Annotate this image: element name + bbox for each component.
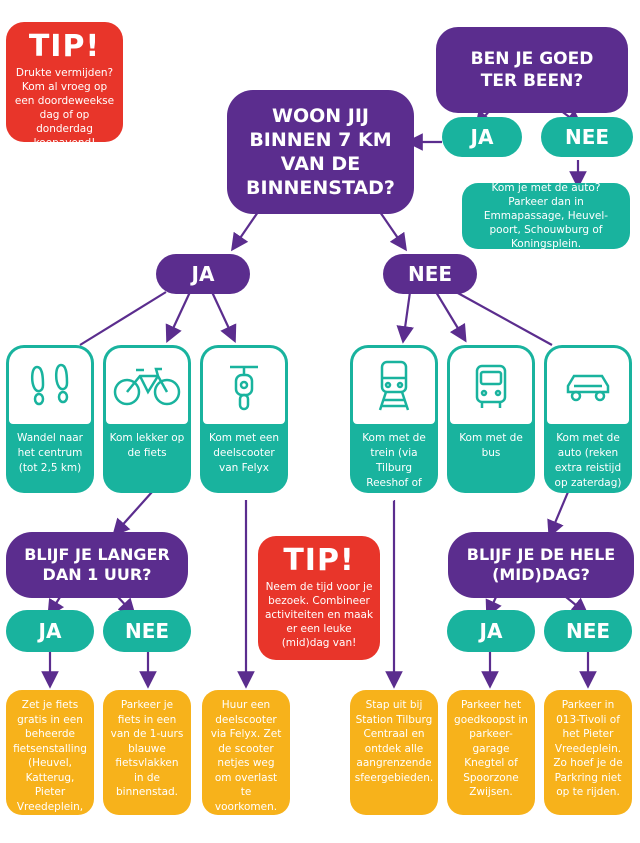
question-langer-text: BLIJF JE LANGER DAN 1 UUR? xyxy=(24,545,170,584)
scooter-icon xyxy=(203,348,285,424)
tip-mid: TIP! Neem de tijd voor je bezoek. Combin… xyxy=(258,536,380,660)
tip-top-text: Drukte vermijden? Kom al vroeg op een do… xyxy=(14,67,115,149)
bus-icon xyxy=(450,348,532,424)
woon-nee-label: NEE xyxy=(407,262,453,286)
question-ter-been: BEN JE GOED TER BEEN? xyxy=(436,27,628,113)
option-car-label: Kom met de auto (reken extra reistijd op… xyxy=(554,432,622,489)
option-scooter-label: Kom met een deelscooter van Felyx xyxy=(208,432,280,474)
langer-ja: JA xyxy=(6,610,94,652)
train-icon xyxy=(353,348,435,424)
dag-nee: NEE xyxy=(544,610,632,652)
question-langer-dan-1-uur: BLIJF JE LANGER DAN 1 UUR? xyxy=(6,532,188,598)
woon-ja: JA xyxy=(156,254,250,294)
car-icon xyxy=(547,348,629,424)
result-auto-tivoli-text: Parkeer in 013-Tivoli of het Pieter Vree… xyxy=(553,699,623,798)
result-auto-tivoli: Parkeer in 013-Tivoli of het Pieter Vree… xyxy=(544,690,632,815)
result-fiets-stalling-text: Zet je fiets gratis in een beheerde fiet… xyxy=(12,699,88,842)
question-hele-middag-text: BLIJF JE DE HELE (MID)DAG? xyxy=(466,545,616,584)
woon-ja-label: JA xyxy=(191,262,215,286)
dag-nee-label: NEE xyxy=(565,619,611,643)
result-fiets-stalling: Zet je fiets gratis in een beheerde fiet… xyxy=(6,690,94,842)
ter-been-ja-label: JA xyxy=(470,125,494,149)
ter-been-nee: NEE xyxy=(541,117,633,157)
result-fiets-vlakken: Parkeer je fiets in een van de 1-uurs bl… xyxy=(103,690,191,815)
result-trein: Stap uit bij Station Tilburg Centraal en… xyxy=(350,690,438,815)
langer-ja-label: JA xyxy=(38,619,62,643)
ter-been-nee-label: NEE xyxy=(564,125,610,149)
tip-top: TIP! Drukte vermijden? Kom al vroeg op e… xyxy=(6,22,123,149)
option-scooter: Kom met een deelscooter van Felyx xyxy=(200,345,288,493)
ter-been-ja: JA xyxy=(442,117,522,157)
option-bike-label: Kom lekker op de fiets xyxy=(109,432,185,459)
result-trein-text: Stap uit bij Station Tilburg Centraal en… xyxy=(354,699,434,784)
tip-mid-title: TIP! xyxy=(283,543,355,578)
langer-nee: NEE xyxy=(103,610,191,652)
result-deelscooter-text: Huur een deelscooter via Felyx. Zet de s… xyxy=(210,699,282,813)
woon-nee: NEE xyxy=(383,254,477,294)
result-fiets-vlakken-text: Parkeer je fiets in een van de 1-uurs bl… xyxy=(110,699,184,798)
result-auto-goedkoop-text: Parkeer het goedkoopst in parkeer-garage… xyxy=(454,699,528,798)
info-auto-text: Kom je met de auto? Parkeer dan in Emmap… xyxy=(483,182,609,250)
question-woon-binnen-7km: WOON JIJ BINNEN 7 KM VAN DE BINNENSTAD? xyxy=(227,90,414,214)
info-auto-parkeren: Kom je met de auto? Parkeer dan in Emmap… xyxy=(462,182,630,250)
option-walk-label: Wandel naar het centrum (tot 2,5 km) xyxy=(16,432,84,474)
option-bus: Kom met de bus xyxy=(447,345,535,493)
question-hele-middag: BLIJF JE DE HELE (MID)DAG? xyxy=(448,532,634,598)
option-bus-label: Kom met de bus xyxy=(459,432,523,459)
option-train-label: Kom met de trein (via Tilburg Reeshof of… xyxy=(361,432,427,504)
option-bike: Kom lekker op de fiets xyxy=(103,345,191,493)
result-deelscooter: Huur een deelscooter via Felyx. Zet de s… xyxy=(202,690,290,815)
dag-ja-label: JA xyxy=(479,619,503,643)
option-car: Kom met de auto (reken extra reistijd op… xyxy=(544,345,632,493)
result-auto-goedkoop: Parkeer het goedkoopst in parkeer-garage… xyxy=(447,690,535,815)
option-walk: Wandel naar het centrum (tot 2,5 km) xyxy=(6,345,94,493)
footprints-icon xyxy=(9,348,91,424)
tip-top-title: TIP! xyxy=(28,29,101,64)
question-ter-been-text: BEN JE GOED TER BEEN? xyxy=(470,49,594,91)
langer-nee-label: NEE xyxy=(124,619,170,643)
bicycle-icon xyxy=(106,348,188,424)
question-woon-text: WOON JIJ BINNEN 7 KM VAN DE BINNENSTAD? xyxy=(246,105,395,199)
option-train: Kom met de trein (via Tilburg Reeshof of… xyxy=(350,345,438,504)
dag-ja: JA xyxy=(447,610,535,652)
tip-mid-text: Neem de tijd voor je bezoek. Combineer a… xyxy=(264,581,374,649)
